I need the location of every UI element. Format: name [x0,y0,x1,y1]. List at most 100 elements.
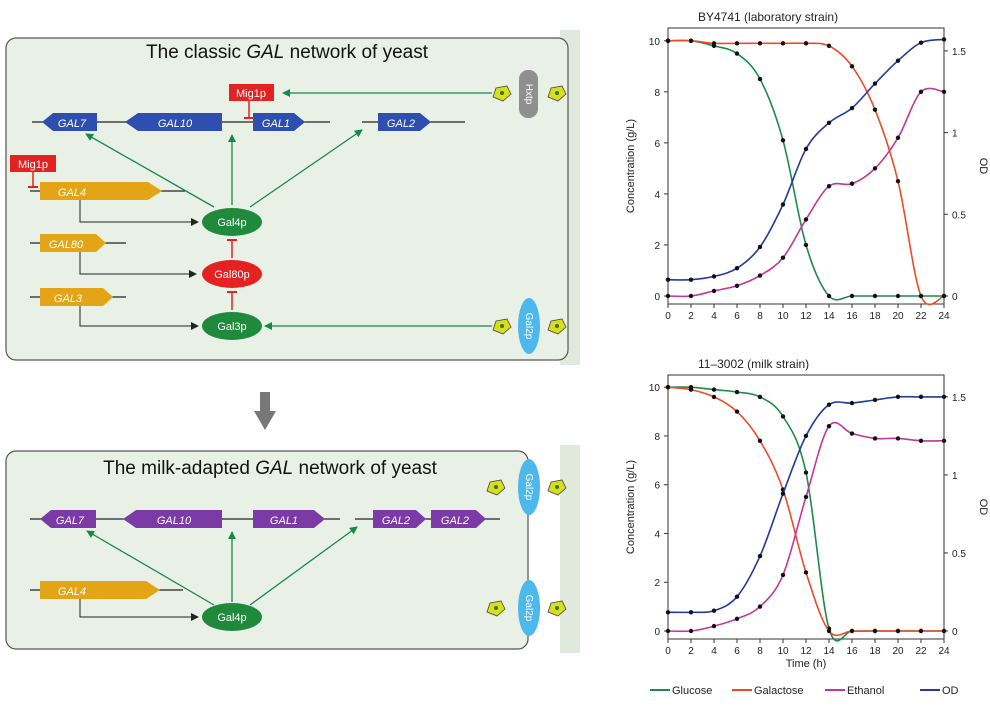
y-tick-label: 4 [654,529,660,540]
data-point [757,394,763,400]
data-point [941,293,947,299]
protein-label: Gal3p [217,321,246,333]
x-axis-label: Time (h) [786,658,827,670]
data-point [711,41,717,46]
x-tick-label: 12 [800,646,812,657]
gene-label: GAL2 [382,515,410,527]
x-tick-label: 24 [938,311,950,322]
y2-tick-label: 1 [952,471,958,482]
data-point [803,217,809,222]
sugar-icon [547,85,567,102]
x-tick-label: 4 [711,646,717,657]
series-line-galactose [667,386,944,637]
data-point [734,616,740,622]
x-tick-label: 18 [869,311,881,322]
transporter-gal2p [518,580,540,636]
x-tick-label: 22 [915,646,927,657]
plot-frame [667,374,945,640]
gene-label: GAL3 [54,293,83,305]
series-line-galactose [667,39,945,306]
data-point [780,202,786,207]
activation-arrow [85,133,215,208]
protein-gal80p [202,260,262,288]
x-tick-label: 10 [777,646,789,657]
y2-axis-label: OD [977,158,989,175]
data-point [895,135,901,140]
data-point [734,41,740,46]
data-point [688,610,694,615]
chart-title: BY4741 (laboratory strain) [698,10,838,24]
y2-tick-label: 0 [952,627,958,638]
gene-label: GAL7 [58,118,87,130]
data-point [895,394,901,400]
activation-arrow [86,530,215,606]
gene-gal2 [431,510,486,528]
gene-gal2 [378,113,431,131]
transporter-label: Hxtp [523,84,534,105]
data-point [872,628,878,634]
panel-title: The classic GAL network of yeast [146,42,429,63]
mig1p-label: Mig1p [18,159,48,171]
data-point [780,572,786,578]
y-axis-label: Concentration (g/L) [625,460,637,554]
y-tick-label: 2 [654,578,660,589]
data-point [734,283,740,288]
gene-label: GAL1 [262,118,290,130]
data-point [688,628,694,634]
plot-frame [667,27,945,305]
data-point [688,38,694,43]
data-point [665,610,671,615]
series-line-glucose [667,386,944,642]
data-point [734,409,740,414]
data-point [895,58,901,63]
y-tick-label: 6 [654,481,660,492]
mig1p-box [10,155,56,172]
y-tick-label: 0 [654,292,660,303]
x-tick-label: 0 [665,646,671,657]
data-point [803,470,809,475]
data-point [780,491,786,496]
gene-label: GAL2 [387,118,415,130]
data-point [895,293,901,299]
x-tick-label: 8 [757,646,763,657]
data-point [849,64,855,69]
data-point [665,38,671,43]
expression-arrow [79,252,197,278]
classic-network-panel: The classic GAL network of yeast GAL7 GA… [5,30,580,365]
x-tick-label: 0 [665,311,671,322]
data-point [849,400,855,406]
x-tick-label: 18 [869,646,881,657]
x-tick-label: 16 [846,311,858,322]
data-point [757,244,763,250]
data-point [872,397,878,403]
data-point [895,178,901,184]
gene-label: GAL10 [157,515,192,527]
protein-gal4p [202,208,262,236]
data-point [826,184,832,189]
data-point [803,146,809,152]
data-point [826,43,832,49]
mig1p-box [229,84,274,101]
x-tick-label: 16 [846,646,858,657]
mig1p-label: Mig1p [236,88,266,100]
data-point [711,288,717,294]
gene-gal7 [42,113,97,131]
series-line-ethanol [667,421,945,633]
data-point [826,628,832,634]
data-point [780,255,786,260]
cell-outline [5,450,529,650]
legend-label: Galactose [754,685,804,697]
gene-gal7 [40,510,96,528]
protein-label: Gal80p [214,269,249,281]
transporter-hxtp [519,70,538,118]
x-tick-label: 14 [823,311,835,322]
y2-axis-label: OD [977,499,989,516]
gene-label: GAL7 [56,515,85,527]
data-point [918,438,924,444]
x-tick-label: 22 [915,311,927,322]
gene-label: GAL4 [58,187,86,199]
transporter-gal2p [518,459,540,515]
x-tick-label: 2 [688,311,694,322]
activation-arrow [249,129,363,208]
